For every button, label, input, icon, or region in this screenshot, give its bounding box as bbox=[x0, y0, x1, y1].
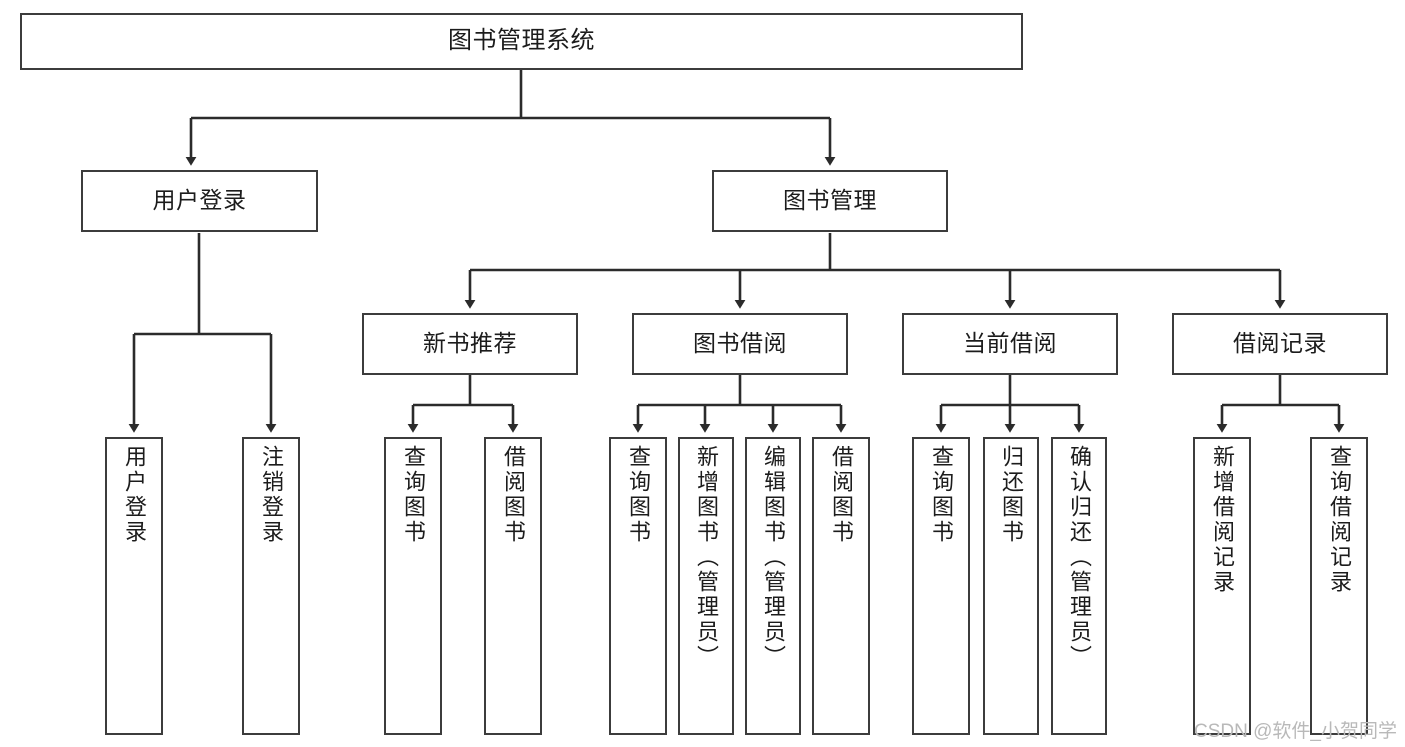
node-label: 图书借阅 bbox=[693, 330, 787, 357]
node-leaf-query-book-current[interactable]: 查询图书 bbox=[912, 437, 970, 735]
node-label: 借阅图书 bbox=[828, 445, 854, 545]
node-label: 借阅图书 bbox=[500, 445, 526, 545]
node-leaf-query-borrow-record[interactable]: 查询借阅记录 bbox=[1310, 437, 1368, 735]
node-label: 新书推荐 bbox=[423, 330, 517, 357]
node-label: 查询图书 bbox=[400, 445, 426, 545]
node-label: 归还图书 bbox=[998, 445, 1024, 545]
node-label: 注销登录 bbox=[258, 445, 284, 545]
node-book-management[interactable]: 图书管理 bbox=[712, 170, 948, 232]
node-leaf-logout-login[interactable]: 注销登录 bbox=[242, 437, 300, 735]
node-current-borrow[interactable]: 当前借阅 bbox=[902, 313, 1118, 375]
node-label: 查询图书 bbox=[928, 445, 954, 545]
node-leaf-add-book[interactable]: 新增图书（管理员） bbox=[678, 437, 734, 735]
node-label: 确认归还（管理员） bbox=[1066, 445, 1092, 670]
node-label: 用户登录 bbox=[152, 187, 247, 214]
node-label: 编辑图书（管理员） bbox=[760, 445, 786, 670]
node-root-library-management-system[interactable]: 图书管理系统 bbox=[20, 13, 1023, 70]
node-label: 查询图书 bbox=[625, 445, 651, 545]
node-leaf-query-book-borrow[interactable]: 查询图书 bbox=[609, 437, 667, 735]
node-user-login[interactable]: 用户登录 bbox=[81, 170, 318, 232]
node-label: 新增图书（管理员） bbox=[693, 445, 719, 670]
node-new-book-recommend[interactable]: 新书推荐 bbox=[362, 313, 578, 375]
node-leaf-user-login[interactable]: 用户登录 bbox=[105, 437, 163, 735]
node-label: 查询借阅记录 bbox=[1326, 445, 1352, 595]
node-label: 图书管理系统 bbox=[448, 27, 595, 55]
node-label: 借阅记录 bbox=[1233, 330, 1327, 357]
node-leaf-query-book-recommend[interactable]: 查询图书 bbox=[384, 437, 442, 735]
node-label: 当前借阅 bbox=[963, 330, 1057, 357]
node-book-borrow[interactable]: 图书借阅 bbox=[632, 313, 848, 375]
node-label: 用户登录 bbox=[121, 445, 147, 545]
node-leaf-borrow-book-recommend[interactable]: 借阅图书 bbox=[484, 437, 542, 735]
node-borrow-record[interactable]: 借阅记录 bbox=[1172, 313, 1388, 375]
node-leaf-return-book[interactable]: 归还图书 bbox=[983, 437, 1039, 735]
node-leaf-borrow-book[interactable]: 借阅图书 bbox=[812, 437, 870, 735]
node-label: 新增借阅记录 bbox=[1209, 445, 1235, 595]
csdn-watermark: CSDN @软件_小贺同学 bbox=[1194, 721, 1397, 742]
node-leaf-add-borrow-record[interactable]: 新增借阅记录 bbox=[1193, 437, 1251, 735]
node-leaf-edit-book[interactable]: 编辑图书（管理员） bbox=[745, 437, 801, 735]
node-label: 图书管理 bbox=[783, 187, 877, 214]
node-leaf-confirm-return[interactable]: 确认归还（管理员） bbox=[1051, 437, 1107, 735]
